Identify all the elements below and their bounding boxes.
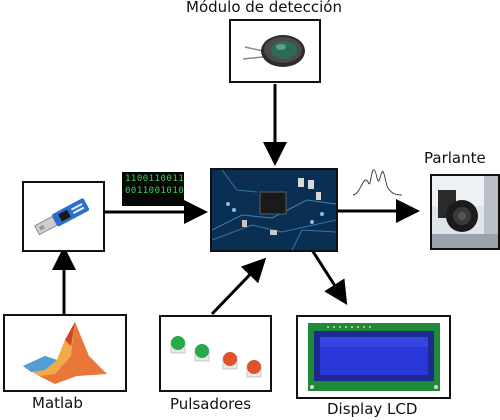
speaker-box (430, 174, 500, 250)
button-red-1 (222, 352, 238, 370)
usb-adapter-box (22, 181, 105, 252)
sensor-icon (242, 35, 305, 67)
buttons-label: Pulsadores (170, 395, 252, 413)
button-red-2 (246, 360, 262, 378)
arrow-buttons-to-pcb (210, 257, 267, 316)
speaker-label: Parlante (424, 149, 486, 167)
audio-waveform-icon (352, 169, 403, 196)
usb-adapter-icon (34, 198, 90, 236)
matlab-logo-icon (23, 322, 107, 384)
button-green-1 (170, 336, 186, 354)
binary-line-1: 1100110011 (125, 174, 185, 184)
binary-data-overlay: 1100110011 0011001010 (122, 172, 184, 206)
matlab-box (3, 314, 127, 392)
speaker-photo-icon (432, 176, 498, 248)
matlab-label: Matlab (32, 394, 83, 412)
detector-box (229, 19, 321, 83)
buttons-box (159, 315, 272, 392)
microcontroller-box (210, 168, 338, 252)
lcd-box (296, 315, 451, 399)
detector-label: Módulo de detección (186, 0, 342, 16)
lcd-display-icon (308, 323, 440, 391)
button-green-2 (194, 344, 210, 362)
binary-line-2: 0011001010 (125, 186, 185, 196)
lcd-label: Display LCD (327, 400, 418, 418)
push-buttons-icon (170, 336, 262, 378)
microcontroller-board-icon (212, 170, 336, 250)
